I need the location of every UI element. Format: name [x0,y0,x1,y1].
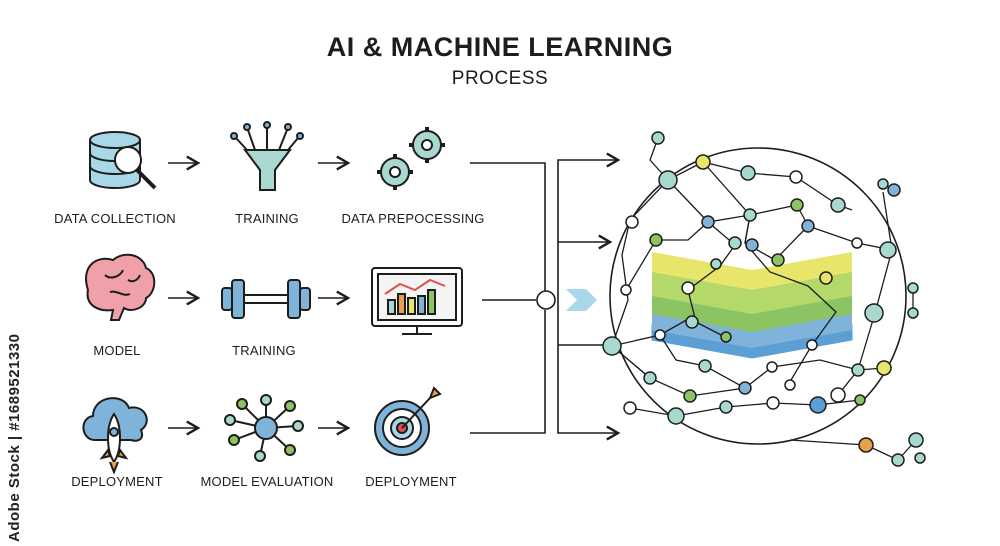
merge-connectors [470,152,621,441]
step-label-deployment-2: DEPLOYMENT [365,474,457,489]
merge-node [536,290,556,310]
step-label-data-collection: DATA COLLECTION [54,211,176,226]
brain-icon [85,253,156,321]
page-title: AI & MACHINE LEARNING [326,32,674,62]
neural-network-illustration [602,131,926,467]
database-search-icon [89,131,157,190]
funnel-icon [230,121,304,191]
monitor-chart-icon [371,267,463,335]
cloud-rocket-icon [82,397,148,475]
chevron-right-icon [566,289,597,311]
step-label-deployment: DEPLOYMENT [71,474,163,489]
step-label-training-2: TRAINING [232,343,296,358]
step-label-training: TRAINING [235,211,299,226]
step-label-model: MODEL [93,343,141,358]
network-hub-icon [224,394,304,462]
row-arrows [168,155,351,436]
target-icon [374,386,442,456]
step-label-model-evaluation: MODEL EVALUATION [200,474,334,489]
dumbbell-icon [221,279,311,319]
page-subtitle: PROCESS [451,68,549,89]
gears-icon [377,127,445,190]
step-label-data-preprocessing: DATA PREPOCESSING [341,211,485,226]
